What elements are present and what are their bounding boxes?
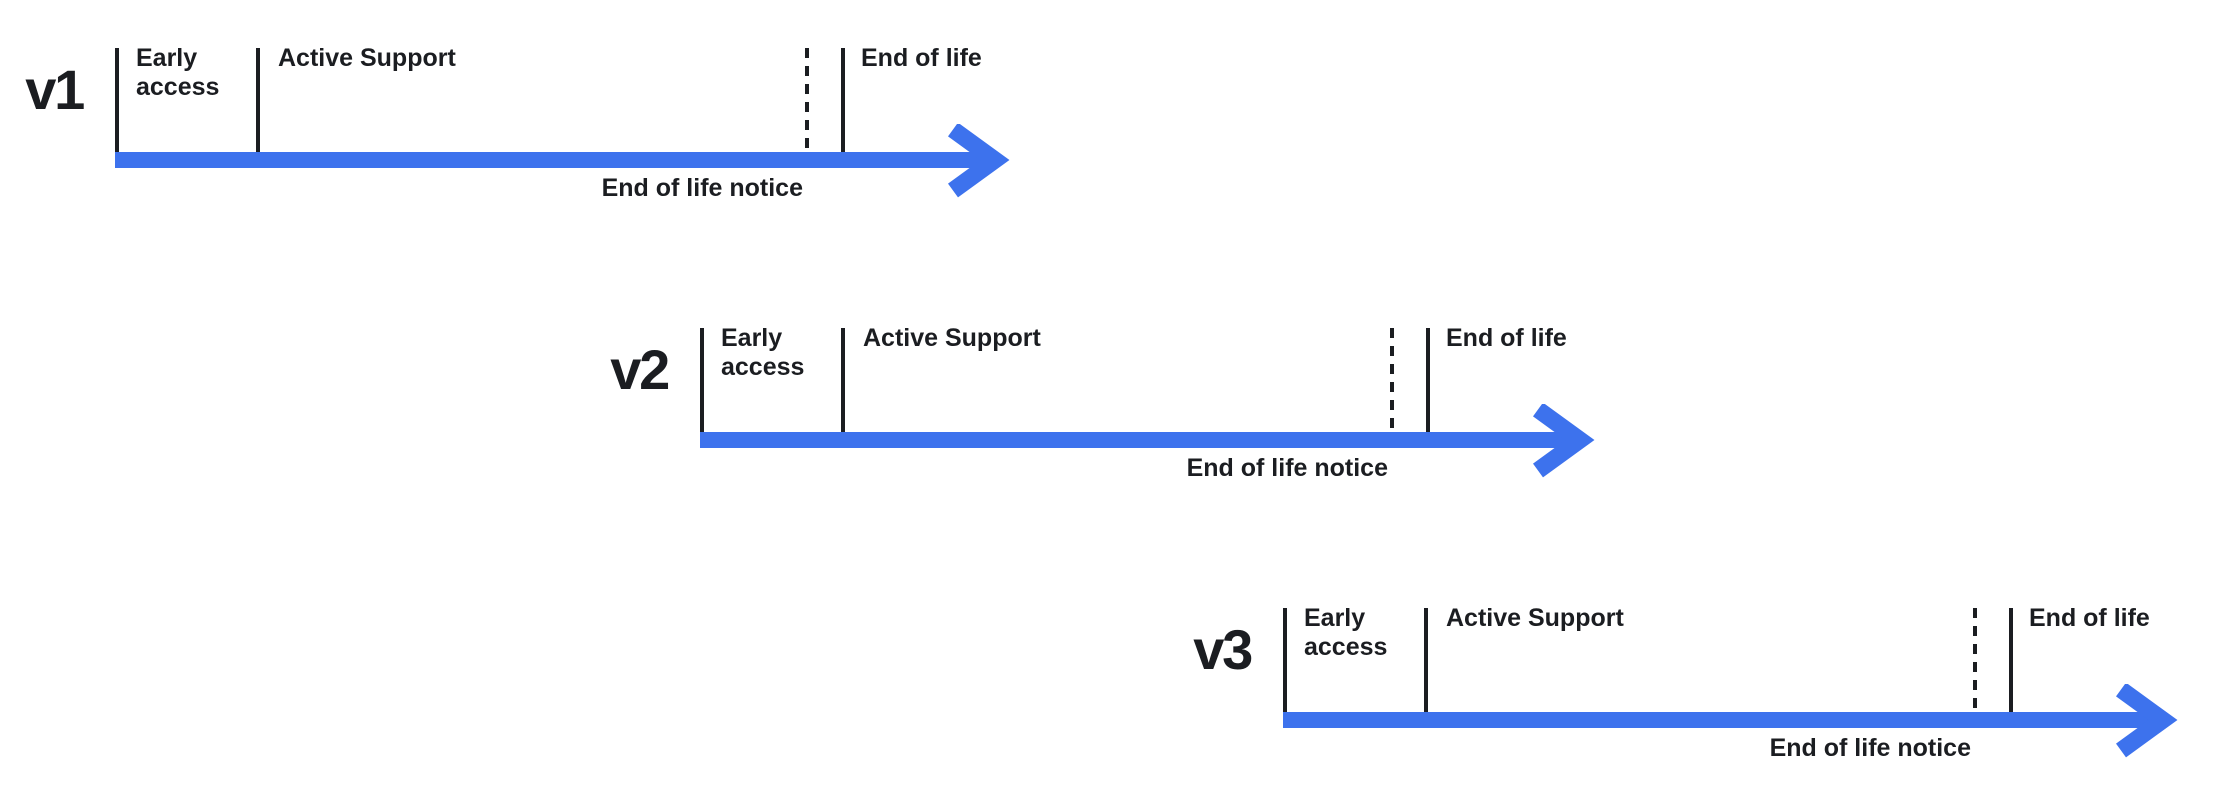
end-of-life-tick — [841, 48, 845, 152]
end-of-life-tick — [1426, 328, 1430, 432]
eol-notice-dashed-line — [1973, 608, 1977, 708]
eol-notice-label: End of life notice — [601, 174, 803, 202]
timeline-arrow-icon — [115, 124, 1010, 198]
version-label: v2 — [610, 338, 670, 401]
early-access-start-tick — [115, 48, 119, 152]
version-label: v3 — [1193, 618, 1253, 681]
eol-notice-label: End of life notice — [1186, 454, 1388, 482]
timeline-row-v2: v2 Early access Active Support End of li… — [610, 324, 1614, 488]
early-access-start-tick — [1283, 608, 1287, 712]
early-access-start-tick — [700, 328, 704, 432]
version-label: v1 — [25, 58, 85, 121]
active-support-label: Active Support — [278, 44, 456, 72]
timeline-arrow-icon — [700, 404, 1595, 478]
end-of-life-label: End of life — [1446, 324, 1567, 352]
active-support-start-tick — [256, 48, 260, 152]
eol-notice-label: End of life notice — [1769, 734, 1971, 762]
active-support-label: Active Support — [863, 324, 1041, 352]
active-support-start-tick — [1424, 608, 1428, 712]
timeline-arrow-icon — [1283, 684, 2178, 758]
end-of-life-label: End of life — [861, 44, 982, 72]
eol-notice-dashed-line — [1390, 328, 1394, 428]
timeline-row-v3: v3 Early access Active Support End of li… — [1193, 604, 2197, 768]
early-access-label: Early access — [721, 324, 805, 381]
early-access-label: Early access — [136, 44, 220, 101]
active-support-label: Active Support — [1446, 604, 1624, 632]
eol-notice-dashed-line — [805, 48, 809, 148]
end-of-life-tick — [2009, 608, 2013, 712]
early-access-label: Early access — [1304, 604, 1388, 661]
timeline-row-v1: v1 Early access Active Support End of li… — [25, 44, 1029, 208]
end-of-life-label: End of life — [2029, 604, 2150, 632]
active-support-start-tick — [841, 328, 845, 432]
